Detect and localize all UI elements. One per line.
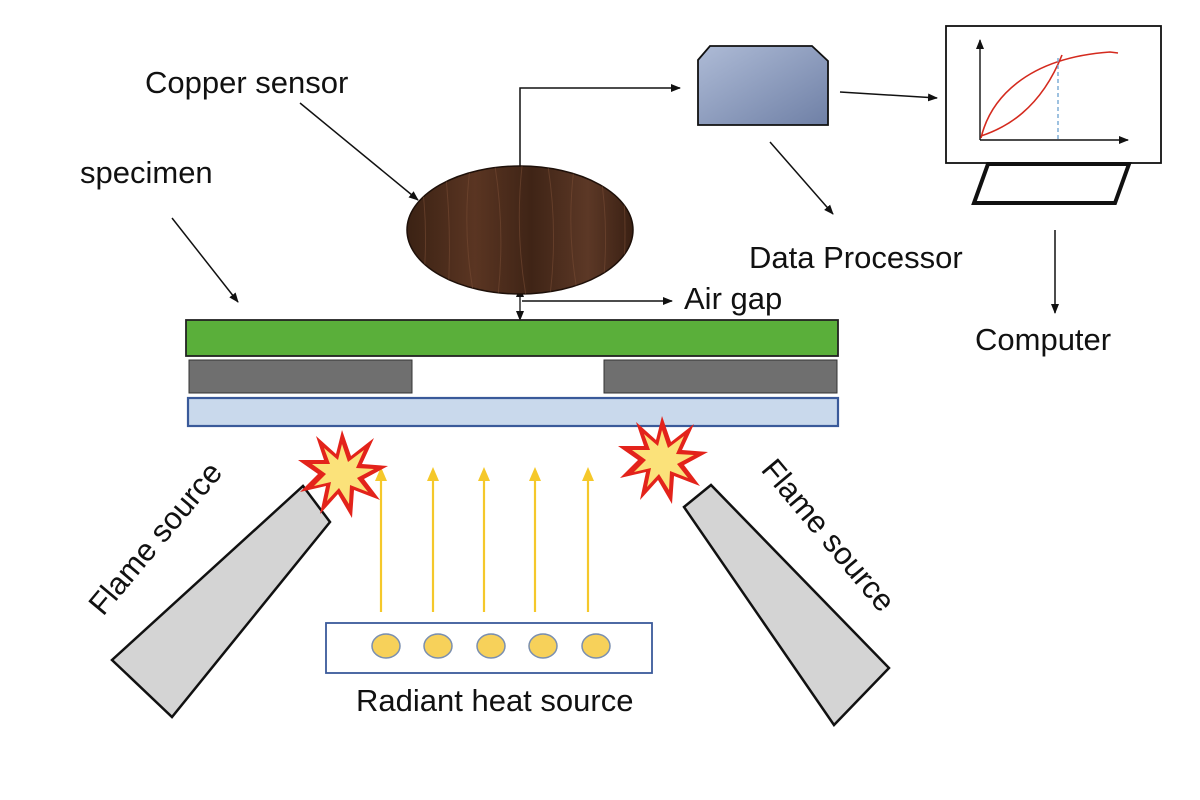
heater-bulb: [371, 633, 401, 659]
data-processor-label: Data Processor: [749, 240, 963, 275]
flame-right-icon: [618, 416, 708, 504]
heater-bulb: [476, 633, 506, 659]
support-block-right: [603, 359, 838, 394]
heater-bulb: [423, 633, 453, 659]
processor-to-computer-line: [839, 91, 938, 102]
sensor-to-processor-line: [519, 84, 681, 178]
monitor-screen: [945, 25, 1162, 164]
radiant-heater-icon: [325, 622, 653, 674]
flame-left-icon: [298, 430, 388, 518]
keyboard: [971, 162, 1132, 205]
specimen-label: specimen: [80, 155, 213, 190]
graph-curve-upper: [980, 51, 1119, 139]
computer-label: Computer: [975, 322, 1111, 357]
air-gap-label: Air gap: [684, 281, 782, 316]
base-plate: [186, 396, 840, 428]
heater-bulb: [581, 633, 611, 659]
support-block-left: [188, 359, 413, 394]
copper-sensor-label: Copper sensor: [145, 65, 348, 100]
specimen-pointer: [171, 217, 239, 303]
data-processor-icon: [697, 45, 829, 126]
heater-bulb: [528, 633, 558, 659]
computer-icon: [945, 25, 1162, 205]
data-processor-pointer: [769, 141, 834, 215]
radiant-heat-source-label: Radiant heat source: [356, 683, 633, 718]
specimen-layer: [185, 319, 839, 357]
copper-sensor-pointer: [299, 102, 419, 201]
flame-torch-left: [110, 484, 332, 719]
graph-curve-lower: [980, 54, 1063, 137]
flame-torch-right: [682, 483, 891, 727]
heat-arrows: [375, 467, 594, 612]
copper-sensor-icon: [406, 165, 634, 295]
